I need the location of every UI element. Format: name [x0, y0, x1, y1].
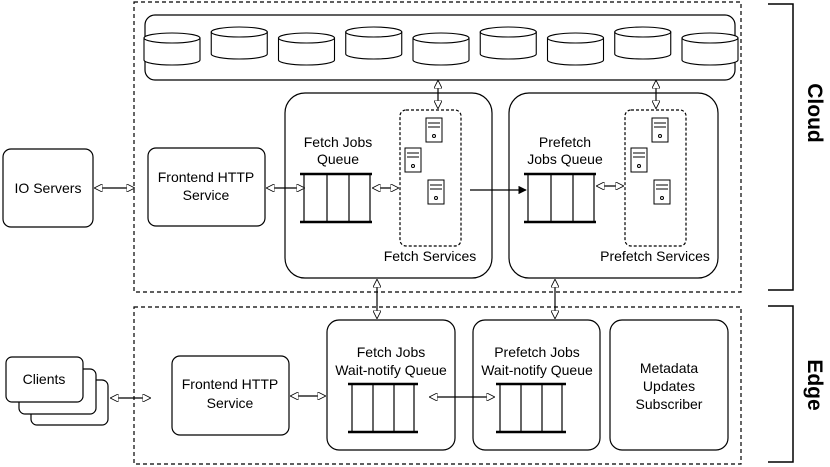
server-icon [651, 117, 669, 143]
server-icon [404, 147, 422, 173]
prefetch-queue-label-2: Jobs Queue [527, 151, 603, 167]
prefetch-jobs-queue [524, 172, 596, 224]
edge-fetch-label-2: Wait-notify Queue [335, 362, 447, 378]
metadata-subscriber-box [609, 319, 729, 451]
cloud-frontend-label-1: Frontend HTTP [158, 169, 254, 185]
edge-prefetch-label-1: Prefetch Jobs [494, 344, 580, 360]
fetch-jobs-queue [300, 172, 372, 224]
edge-prefetch-label-2: Wait-notify Queue [481, 362, 593, 378]
edge-label: Edge [803, 359, 826, 410]
cloud-region [133, 1, 742, 293]
database-icon [143, 32, 201, 66]
server-icon [427, 179, 445, 205]
prefetch-services-label: Prefetch Services [600, 248, 710, 264]
cloud-frontend-box [147, 147, 266, 227]
cloud-frontend-label-2: Service [183, 187, 230, 203]
server-icon [630, 147, 648, 173]
edge-frontend-box [171, 355, 290, 436]
database-icon [412, 32, 470, 66]
fetch-services-group [399, 109, 462, 247]
io-servers-box [2, 148, 94, 228]
fetch-services-label: Fetch Services [384, 248, 477, 264]
prefetch-queue-label-1: Prefetch [539, 134, 591, 150]
database-icon [210, 26, 268, 60]
fetch-queue-label-2: Queue [317, 151, 359, 167]
metadata-label-2: Updates [643, 378, 695, 394]
io-servers-label: IO Servers [15, 180, 82, 196]
clients-box [5, 356, 84, 403]
database-icon [277, 32, 336, 66]
clients-label: Clients [23, 371, 66, 387]
fetch-wait-notify-queue [348, 382, 418, 434]
metadata-label-3: Subscriber [636, 396, 703, 412]
edge-region [133, 306, 742, 465]
database-icon [614, 26, 672, 60]
cloud-bracket [768, 3, 794, 291]
edge-bracket [768, 305, 794, 463]
edge-fetch-label-1: Fetch Jobs [357, 344, 425, 360]
prefetch-services-group [624, 109, 687, 247]
fetch-queue-label-1: Fetch Jobs [304, 134, 372, 150]
server-icon [653, 179, 671, 205]
server-icon [425, 117, 443, 143]
database-icon [345, 26, 403, 60]
database-cylinders [143, 26, 739, 66]
prefetch-wait-notify-queue [496, 382, 566, 434]
cloud-label: Cloud [803, 83, 826, 142]
edge-frontend-label-1: Frontend HTTP [182, 376, 278, 392]
metadata-label-1: Metadata [640, 360, 699, 376]
database-icon [546, 32, 605, 66]
edge-frontend-label-2: Service [207, 395, 254, 411]
database-icon [681, 32, 739, 66]
database-icon [479, 26, 537, 60]
